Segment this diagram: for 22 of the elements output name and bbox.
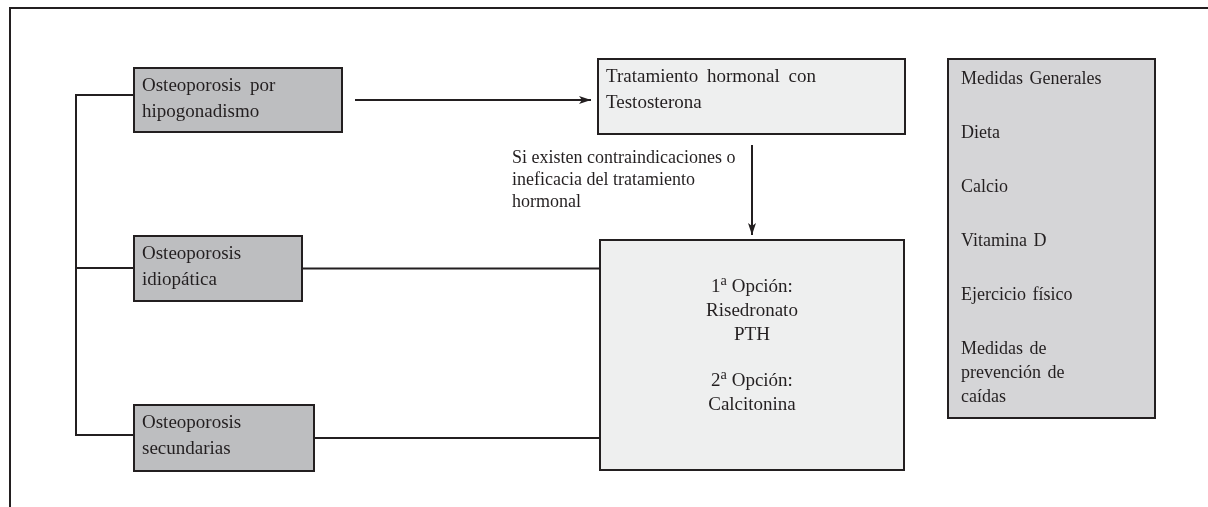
option-text: 2$^{a}$ Opción: Calcitonina: [707, 368, 797, 416]
measures-box: [947, 58, 1156, 419]
box-text: Osteoporosis secundarias: [142, 410, 243, 460]
box-text: Osteoporosis idiopática: [142, 241, 243, 291]
category-box: [133, 235, 303, 302]
connector-line: [302, 267, 600, 270]
arrow: [354, 96, 592, 104]
list-item: Vitamina D: [961, 229, 1048, 252]
box-text: Osteoporosis por hipogonadismo: [142, 73, 277, 123]
box-heading: Medidas Generales: [961, 67, 1103, 90]
connector-line: [314, 437, 600, 439]
treatment-box: [599, 239, 905, 471]
arrow: [748, 144, 756, 236]
box-text: Tratamiento hormonal con Testosterona: [606, 64, 817, 114]
category-box: [133, 404, 315, 472]
list-item: Dieta: [961, 121, 1001, 144]
list-item: Calcio: [961, 175, 1009, 198]
category-box: [133, 67, 343, 133]
list-item: Medidas de prevención de caídas: [961, 337, 1066, 408]
category-box: [597, 58, 906, 135]
list-item: Ejercicio físico: [961, 283, 1074, 306]
option-text: 1$^{a}$ Opción: Risedronato PTH: [705, 274, 799, 346]
